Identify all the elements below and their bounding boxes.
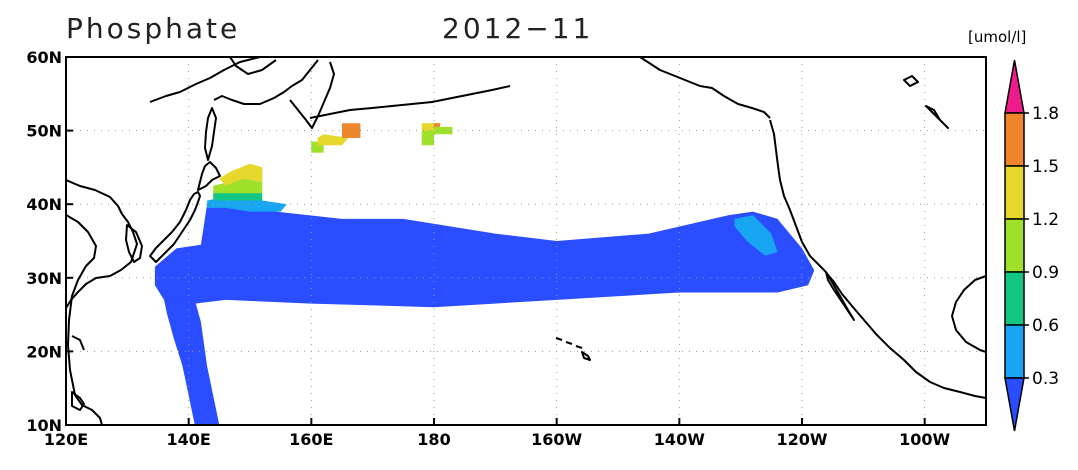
colorbar-level-label: 0.9 — [1032, 263, 1059, 283]
y-tick-label: 40N — [26, 195, 62, 214]
colorbar-level-label: 1.8 — [1032, 104, 1059, 124]
x-tick-label: 140W — [654, 430, 705, 449]
y-tick-label: 50N — [26, 122, 62, 141]
x-tick-label: 160E — [289, 430, 333, 449]
x-tick-label: 180 — [417, 430, 450, 449]
colorbar-units: [umol/l] — [968, 28, 1027, 46]
data-field-layer — [154, 123, 815, 425]
colorbar-swatch — [1004, 112, 1025, 167]
coastline-philippines — [71, 335, 85, 411]
coastline-asia — [66, 179, 138, 309]
variable-title: Phosphate — [66, 12, 241, 45]
x-tick-label: 160W — [531, 430, 582, 449]
coastline-gulf — [951, 275, 986, 353]
colorbar-swatch-top — [1004, 59, 1025, 114]
x-tick-label: 100W — [899, 430, 950, 449]
x-tick-label: 140E — [167, 430, 211, 449]
field-region-patch-a-1.2 — [317, 134, 349, 146]
colorbar-swatch — [1004, 165, 1025, 220]
coastline-baja — [825, 271, 855, 321]
coastline-siberia — [149, 57, 277, 103]
field-region-california-0.6 — [734, 215, 778, 256]
x-axis: 120E 140E 160E 180 160W 140W 120W 100W — [44, 418, 951, 449]
y-tick-label: 60N — [26, 48, 62, 67]
coastline-aleutians — [309, 85, 511, 119]
colorbar-swatch — [1004, 218, 1025, 273]
y-tick-label: 20N — [26, 342, 62, 361]
x-tick-label: 120W — [776, 430, 827, 449]
field-region-kuroshio-1.2 — [213, 178, 263, 194]
coastline-north-america — [769, 119, 986, 399]
field-region-patch-b-0.9b — [434, 126, 453, 135]
coastline-korea — [125, 224, 143, 263]
coastline-china — [66, 214, 103, 425]
y-tick-label: 30N — [26, 269, 62, 288]
y-tick-label: 10N — [26, 416, 62, 435]
coastline-hawaii — [555, 337, 591, 361]
colorbar-level-label: 1.5 — [1032, 157, 1059, 177]
field-region-central-band — [154, 204, 815, 308]
coastline-okhotsk — [213, 59, 319, 105]
x-tick-label: 120E — [44, 430, 88, 449]
coastline-japan — [149, 191, 201, 263]
field-region-western-tongue — [164, 299, 220, 425]
colorbar-level-label: 1.2 — [1032, 210, 1059, 230]
field-region-patch-b-1.5 — [434, 123, 441, 127]
date-title: 2012−11 — [442, 12, 594, 45]
colorbar-swatch — [1004, 271, 1025, 326]
coastline-hokkaido — [197, 161, 221, 191]
y-axis: 10N 20N 30N 40N 50N 60N — [26, 48, 73, 435]
coastline-layer — [66, 57, 986, 425]
colorbar-swatch-bottom — [1004, 377, 1025, 432]
plot-frame — [65, 56, 987, 426]
colorbar-level-label: 0.3 — [1032, 369, 1059, 389]
colorbar: 0.3 0.6 0.9 1.2 1.5 1.8 — [1004, 59, 1059, 432]
field-region-patch-a-1.5 — [342, 123, 361, 138]
coastline-alaska — [639, 57, 771, 119]
field-region-patch-b-0.9 — [421, 130, 434, 146]
coastline-canada-islands — [903, 75, 949, 129]
colorbar-swatch — [1004, 324, 1025, 379]
coastline-sakhalin — [204, 107, 217, 161]
field-region-kuroshio-1.5 — [219, 163, 263, 186]
colorbar-level-label: 0.6 — [1032, 316, 1059, 336]
